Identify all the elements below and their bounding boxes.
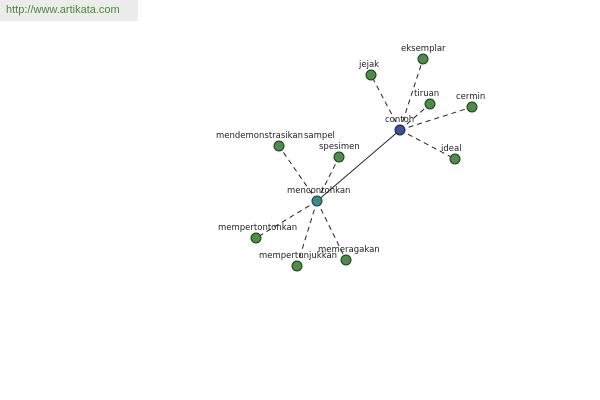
edge-mencontohkan-mempertunjukkan: [296, 200, 318, 267]
node-label-mempertunjukkan[interactable]: mempertunjukkan: [259, 251, 337, 261]
edge-mencontohkan-mendemonstrasikan: [278, 145, 318, 202]
node-ideal[interactable]: [449, 153, 461, 165]
node-label-memeragakan[interactable]: memeragakan: [318, 245, 380, 255]
node-sampel[interactable]: [333, 151, 345, 163]
node-eksemplar[interactable]: [417, 53, 429, 65]
node-label-mempertontonkan[interactable]: mempertontonkan: [218, 223, 297, 233]
node-tiruan[interactable]: [424, 98, 436, 110]
edge-contoh-jejak: [370, 74, 401, 131]
edge-contoh-tiruan: [399, 103, 431, 131]
node-label-ideal[interactable]: ideal: [441, 144, 462, 154]
edge-contoh-mencontohkan: [316, 129, 401, 202]
edge-contoh-cermin: [399, 106, 473, 131]
node-contoh[interactable]: [394, 124, 406, 136]
node-label-cermin[interactable]: cermin: [456, 92, 485, 102]
node-label-contoh[interactable]: contoh: [385, 115, 414, 125]
node-label-tiruan[interactable]: tiruan: [414, 89, 439, 99]
site-url-banner[interactable]: http://www.artikata.com: [0, 0, 138, 21]
nodes-layer: [250, 53, 478, 272]
node-mempertontonkan[interactable]: [250, 232, 262, 244]
edge-contoh-eksemplar: [399, 58, 424, 131]
node-mencontohkan[interactable]: [311, 195, 323, 207]
node-jejak[interactable]: [365, 69, 377, 81]
node-mendemonstrasikan[interactable]: [273, 140, 285, 152]
edges-layer: [255, 58, 473, 267]
node-label-jejak[interactable]: jejak: [358, 60, 379, 70]
node-label-sampel[interactable]: sampel: [304, 131, 335, 141]
node-mempertunjukkan[interactable]: [291, 260, 303, 272]
node-cermin[interactable]: [466, 101, 478, 113]
node-label-spesimen[interactable]: spesimen: [319, 142, 360, 152]
node-label-eksemplar[interactable]: eksemplar: [401, 44, 446, 54]
node-label-mendemonstrasikan[interactable]: mendemonstrasikan: [216, 131, 303, 141]
edge-mencontohkan-mempertontonkan: [255, 200, 318, 239]
edge-mencontohkan-memeragakan: [316, 200, 347, 261]
edge-contoh-ideal: [399, 129, 456, 160]
node-memeragakan[interactable]: [340, 254, 352, 266]
edge-mencontohkan-spesimen: [316, 156, 340, 202]
labels-layer: contoh mencontohkan jejak eksemplar tiruan ce…: [216, 44, 485, 261]
node-label-mencontohkan[interactable]: mencontohkan: [287, 186, 350, 196]
